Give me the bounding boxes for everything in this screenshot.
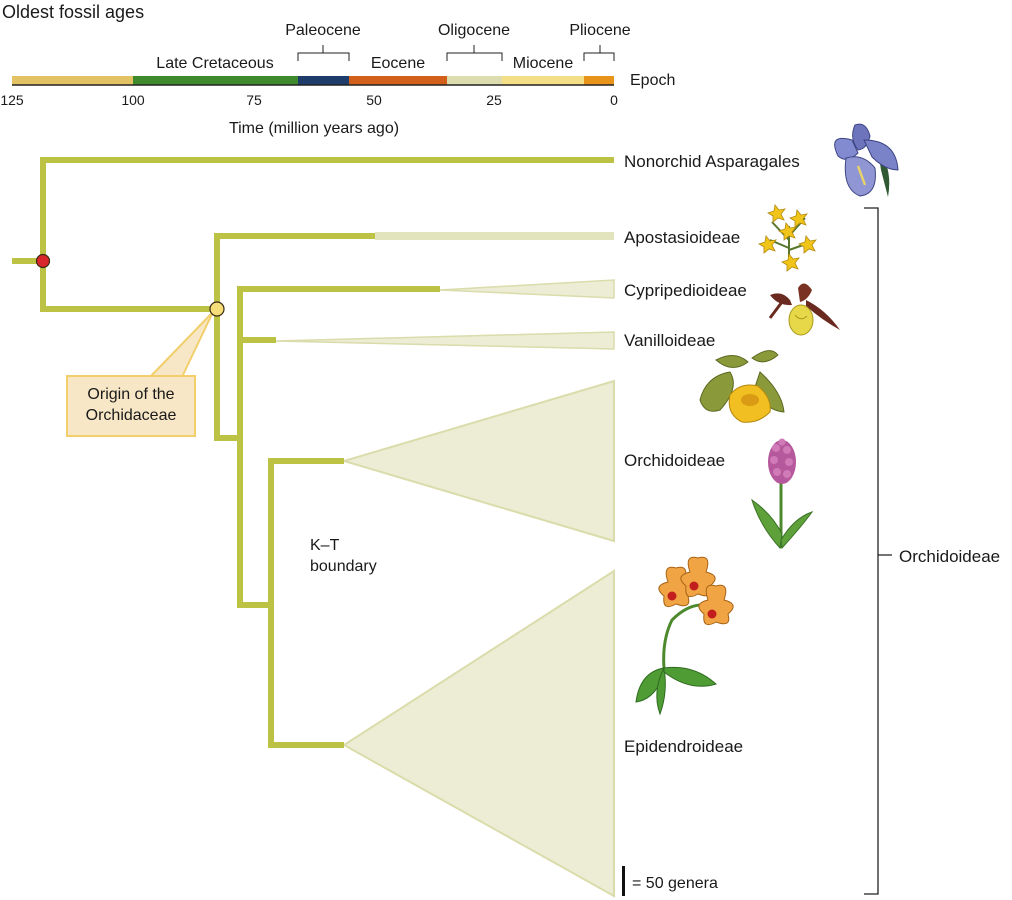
- taxon-label-apostasioideae: Apostasioideae: [624, 228, 740, 247]
- cypripedioideae-wedge: [439, 279, 615, 299]
- vanilla-illustration: [699, 350, 785, 423]
- vanilloideae-wedge: [275, 331, 615, 350]
- group-bracket-label: Orchidoideae: [899, 547, 1000, 566]
- taxon-label-vanilloideae: Vanilloideae: [624, 331, 715, 350]
- orchidoideae-wedge: [340, 379, 615, 543]
- epoch-label-miocene: Miocene: [513, 55, 574, 72]
- tick-label-25: 25: [486, 92, 502, 108]
- branch-epidendroideae: [268, 605, 344, 748]
- taxon-label-cypripedioideae: Cypripedioideae: [624, 281, 747, 300]
- branch-cypripedioideae: [237, 286, 440, 438]
- epidendrum-illustration: [635, 556, 734, 716]
- tick-label-125: 125: [0, 92, 24, 108]
- tick-label-50: 50: [366, 92, 382, 108]
- clade-wedges: [275, 232, 615, 898]
- epoch-label-paleocene: Paleocene: [285, 22, 361, 39]
- epoch-segment-oligocene: [447, 76, 502, 85]
- epoch-label-eocene: Eocene: [371, 55, 425, 72]
- epoch-segment-pliocene: [584, 76, 614, 85]
- scale-bar: [622, 866, 625, 896]
- orchidaceae-origin-node-marker: [209, 301, 225, 317]
- branch-upper-clade: [237, 438, 271, 608]
- taxon-label-orchidoideae: Orchidoideae: [624, 451, 725, 470]
- branch-orchidoideae: [268, 458, 344, 605]
- epoch-bar: [12, 76, 614, 86]
- origin-of-orchidaceae-callout: Origin of the Orchidaceae: [66, 375, 196, 437]
- apostasia-illustration: [758, 204, 817, 272]
- iris-illustration: [834, 123, 899, 197]
- epoch-label-oligocene: Oligocene: [438, 22, 510, 39]
- epoch-label-pliocene: Pliocene: [569, 22, 630, 39]
- time-axis-title: Time (million years ago): [229, 120, 399, 137]
- paleocene-bracket: [297, 45, 350, 61]
- tick-label-75: 75: [246, 92, 262, 108]
- origin-callout-pointer: [149, 311, 214, 378]
- header-title: Oldest fossil ages: [2, 2, 144, 22]
- cypripedium-illustration: [768, 283, 840, 336]
- epidendroideae-wedge: [342, 569, 615, 898]
- epoch-segment-late-cretaceous: [133, 76, 298, 85]
- branch-core-orchids: [214, 309, 240, 441]
- origin-callout-line1: Origin of the: [87, 386, 175, 404]
- epoch-segment-eocene: [349, 76, 447, 85]
- apostasioideae-clade-bar: [375, 232, 614, 240]
- epoch-label-late-cretaceous: Late Cretaceous: [156, 55, 273, 72]
- epoch-segment-early-cretaceous: [12, 76, 133, 85]
- taxon-label-epidendroideae: Epidendroideae: [624, 737, 743, 756]
- branch-apostasioideae: [214, 233, 375, 309]
- oligocene-bracket: [446, 45, 503, 61]
- tick-label-100: 100: [121, 92, 145, 108]
- origin-callout-line2: Orchidaceae: [85, 407, 177, 424]
- kt-boundary-label: K–T boundary: [310, 536, 377, 578]
- orchidoideae-group-bracket: [864, 207, 892, 895]
- branch-orchidaceae-stem: [40, 261, 217, 312]
- root-node-marker: [35, 253, 51, 269]
- taxon-label-nonorchid: Nonorchid Asparagales: [624, 152, 800, 171]
- tick-label-0: 0: [610, 92, 618, 108]
- kt-boundary-line2: boundary: [310, 557, 377, 575]
- epoch-segment-miocene: [502, 76, 584, 85]
- branch-nonorchid: [40, 157, 614, 261]
- epoch-axis-label: Epoch: [630, 72, 675, 89]
- scale-bar-label: = 50 genera: [632, 875, 718, 892]
- epoch-segment-paleocene: [298, 76, 349, 85]
- tree-branches: [12, 157, 614, 748]
- pliocene-bracket: [583, 45, 615, 61]
- kt-boundary-line1: K–T: [310, 537, 340, 554]
- orchis-illustration: [751, 438, 814, 550]
- time-axis-ticks: 125 100 75 50 25 0: [0, 92, 618, 108]
